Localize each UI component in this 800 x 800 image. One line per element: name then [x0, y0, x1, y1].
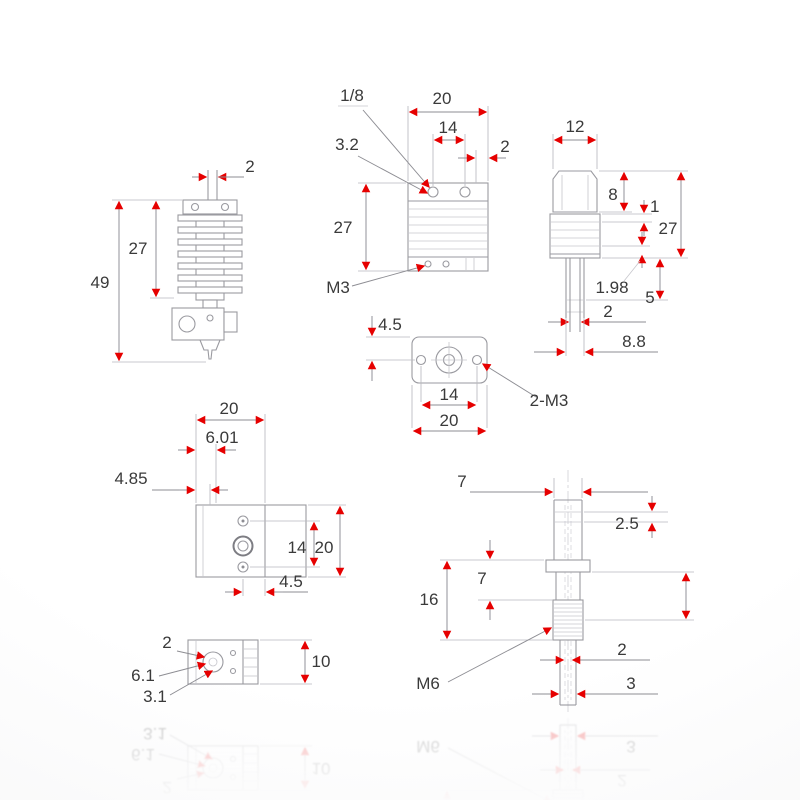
view-heatsink-side: 12 8 1 27 [534, 117, 688, 357]
part-small-block-outline [187, 639, 259, 685]
dim-plan-edge-offset: 4.5 [366, 315, 415, 381]
dim-label-hb-mid-length: 7 [477, 569, 486, 588]
dim-block-offset: 4.85 [114, 469, 228, 505]
dim-front-edge-gap: 2 [458, 137, 510, 183]
dim-front-height: 27 [334, 182, 406, 272]
dim-label-block-offset: 4.85 [114, 469, 147, 488]
dim-label-front-hole-spacing: 14 [439, 118, 458, 137]
leader-cube-hole-a: 6.1 [131, 661, 207, 685]
dim-block-height: 20 [308, 504, 346, 578]
leader-cube-hole-b: 3.1 [143, 670, 214, 706]
dim-front-hole-spacing: 14 [432, 118, 466, 186]
dim-assembly-fin-height: 27 [112, 199, 182, 299]
view-heat-break: 7 2.5 7 16 [416, 470, 694, 712]
leader-front-hole-dia: 3.2 [335, 135, 429, 194]
dim-label-front-hole-dia: 3.2 [335, 135, 359, 154]
dim-label-front-inlet: 1/8 [340, 86, 364, 105]
dim-label-block-bottom-gap: 4.5 [279, 572, 303, 591]
dim-label-block-step: 6.01 [205, 428, 238, 447]
dim-label-plan-edge-offset: 4.5 [378, 315, 402, 334]
drawing-views: 2 27 49 [91, 86, 694, 712]
dim-label-front-edge-gap: 2 [500, 137, 509, 156]
dim-block-hole-spacing: 14 [250, 520, 320, 568]
dim-cube-height: 10 [260, 639, 331, 685]
part-block-outline [195, 504, 307, 578]
dim-label-hb-top-dia: 7 [457, 472, 466, 491]
dim-label-side-cap-height: 8 [608, 185, 617, 204]
dim-front-width: 20 [407, 89, 489, 181]
dim-label-side-mount-dia: 8.8 [622, 332, 646, 351]
dim-label-cube-hole-a: 6.1 [131, 666, 155, 685]
dim-label-side-bore: 2 [603, 302, 612, 321]
dim-side-fin-gap: 1.98 [595, 232, 650, 297]
dim-label-front-width: 20 [433, 89, 452, 108]
dim-label-asm-fin-height: 27 [129, 239, 148, 258]
dim-label-front-thread: M3 [326, 278, 350, 297]
dim-label-cube-hole-b: 3.1 [143, 687, 167, 706]
dim-label-asm-tube-width: 2 [245, 157, 254, 176]
part-assembly-outline [171, 170, 243, 360]
view-block-side: 20 6.01 4.85 14 [114, 399, 346, 597]
dim-side-width: 12 [552, 117, 598, 169]
dim-label-hb-thread: M6 [416, 674, 440, 693]
dim-label-hb-tip-dia: 3 [626, 674, 635, 693]
dim-hb-groove: 2.5 [584, 496, 668, 538]
dim-label-hb-bore: 2 [617, 640, 626, 659]
dim-label-side-neck-length: 5 [645, 288, 654, 307]
dim-label-hb-groove: 2.5 [615, 514, 639, 533]
view-small-block: 2 6.1 3.1 10 [131, 633, 330, 706]
dim-label-block-width: 20 [220, 399, 239, 418]
view-heatsink-front: 20 14 2 27 1/ [326, 86, 510, 297]
view-plate-plan: 4.5 14 20 2-M3 [366, 315, 569, 436]
part-heat-break-outline [545, 470, 591, 712]
dim-label-front-height: 27 [334, 218, 353, 237]
dim-assembly-tube-width: 2 [192, 157, 255, 182]
leader-front-inlet: 1/8 [338, 86, 430, 188]
dim-plan-hole-spacing: 14 [420, 366, 478, 410]
dim-block-width: 20 [195, 399, 266, 503]
part-heatsink-side-outline [549, 170, 601, 332]
dim-hb-thread-length: 16 [420, 560, 553, 641]
dim-hb-bore: 2 [540, 640, 650, 665]
dim-label-cube-top-gap: 2 [162, 633, 171, 652]
dim-side-height: 27 [602, 171, 688, 259]
dim-label-plan-thread: 2-M3 [530, 391, 569, 410]
dim-hb-right-span [585, 571, 694, 621]
dim-side-cap-height: 8 [599, 170, 688, 213]
leader-front-thread: M3 [326, 263, 426, 297]
dim-label-side-fin-gap: 1.98 [595, 278, 628, 297]
leader-plan-thread: 2-M3 [481, 363, 569, 410]
dim-side-fin-thickness: 1 [602, 197, 659, 236]
dim-label-block-height: 20 [315, 538, 334, 557]
dim-label-plan-hole-spacing: 14 [440, 385, 459, 404]
reflection [91, 718, 694, 800]
dim-label-side-fin-thickness: 1 [650, 197, 659, 216]
part-heatsink-front-outline [407, 182, 489, 272]
dim-label-side-height: 27 [659, 219, 678, 238]
dim-block-step: 6.01 [178, 428, 239, 503]
dim-assembly-total-height: 49 [91, 200, 206, 363]
dim-label-hb-thread-length: 16 [420, 590, 439, 609]
dim-label-cube-height: 10 [312, 652, 331, 671]
dim-plan-width: 20 [411, 385, 488, 436]
dim-label-block-hole-spacing: 14 [288, 538, 307, 557]
dim-label-plan-width: 20 [440, 411, 459, 430]
leader-cube-top-gap: 2 [162, 633, 206, 660]
dim-label-side-width: 12 [566, 117, 585, 136]
dim-side-bore: 2 [548, 302, 646, 327]
view-assembly-side: 2 27 49 [91, 157, 255, 363]
dim-side-mount-dia: 8.8 [534, 318, 658, 357]
dim-hb-tip-dia: 3 [532, 674, 658, 699]
leader-hb-thread: M6 [416, 627, 553, 693]
dim-side-neck-length: 5 [586, 258, 668, 307]
dim-hb-mid-length: 7 [440, 540, 553, 620]
dim-hb-top-dia: 7 [457, 472, 648, 498]
part-plate-outline [411, 336, 488, 384]
dim-block-bottom-gap: 4.5 [225, 572, 308, 597]
dim-label-asm-total-height: 49 [91, 273, 110, 292]
